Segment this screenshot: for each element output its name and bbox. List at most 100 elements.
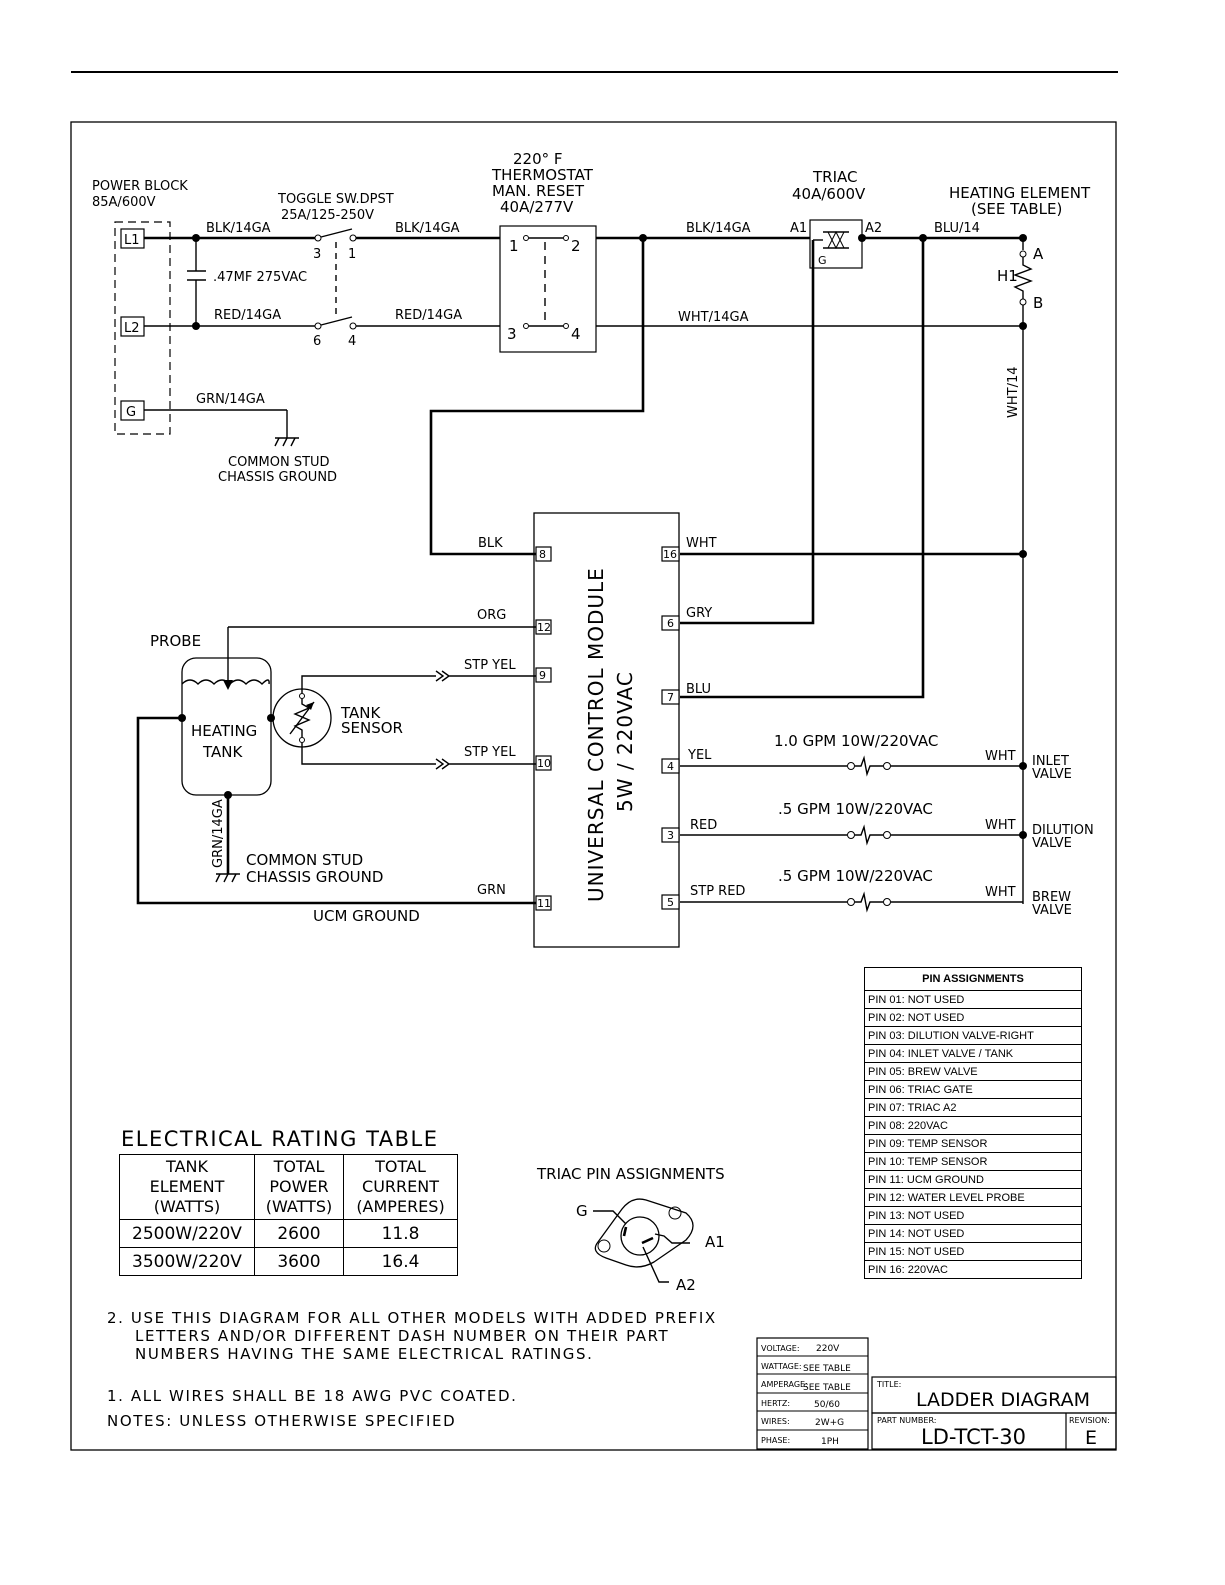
pin-10: 10 [537, 757, 551, 770]
tank-line1: HEATING [191, 722, 257, 740]
spec-phase-key: PHASE: [761, 1436, 790, 1445]
wire-label-red14-b: RED/14GA [395, 308, 462, 323]
pin-assignment-text: PIN 10: TEMP SENSOR [864, 1152, 1082, 1171]
terminal-l1-label: L1 [124, 233, 140, 248]
ground-probe-line1: COMMON STUD [246, 851, 363, 869]
triac: TRIAC 40A/600V A1 A2 G [790, 168, 882, 269]
spec-hertz-key: HERTZ: [761, 1399, 790, 1408]
power-block-rating: 85A/600V [92, 195, 156, 210]
title-key: TITLE: [876, 1380, 901, 1389]
wire-blk-to-pin8 [429, 238, 645, 556]
toggle-label: TOGGLE SW.DPST [277, 192, 394, 207]
thermostat-line4: 40A/277V [500, 198, 574, 216]
ucm-ground-label: UCM GROUND [313, 907, 420, 925]
heating-element-a: A [1033, 245, 1044, 263]
pin-11-wire: GRN [477, 883, 506, 898]
thermostat-pin-4: 4 [571, 325, 581, 343]
ucm-rating: 5W / 220VAC [613, 671, 637, 812]
wire-label-red14-a: RED/14GA [214, 308, 281, 323]
triac-a2: A2 [865, 221, 882, 236]
pin-assignment-text: PIN 01: NOT USED [864, 990, 1082, 1009]
thermostat-pin-2: 2 [571, 237, 581, 255]
valve-brew-return: WHT [985, 885, 1016, 900]
note-1: 1. ALL WIRES SHALL BE 18 AWG PVC COATED. [107, 1387, 518, 1405]
pin-assignment-text: PIN 12: WATER LEVEL PROBE [864, 1188, 1082, 1207]
triac-rating: 40A/600V [792, 185, 866, 203]
pin-assignment-row: PIN 02: NOT USED [864, 1008, 1082, 1027]
wire-label-grn14ga-vertical: GRN/14GA [211, 799, 226, 868]
pin-8-wire: BLK [478, 536, 503, 551]
heating-element-label: HEATING ELEMENT [949, 184, 1091, 202]
thermostat-line3: MAN. RESET [492, 182, 585, 200]
note-2-line3: NUMBERS HAVING THE SAME ELECTRICAL RATIN… [135, 1345, 594, 1363]
revision: E [1085, 1427, 1097, 1449]
spec-wires-value: 2W+G [815, 1418, 844, 1428]
header-tank: TANK [166, 1157, 208, 1176]
part-number: LD-TCT-30 [921, 1425, 1026, 1449]
header-total-2: TOTAL [375, 1157, 426, 1176]
pin-16: 16 [663, 548, 677, 561]
toggle-rating: 25A/125-250V [281, 208, 374, 223]
pin-8: 8 [539, 548, 546, 561]
header-power: POWER [269, 1177, 329, 1196]
header-total-power: TOTAL POWER (WATTS) [254, 1154, 344, 1220]
pin-assignment-text: PIN 13: NOT USED [864, 1206, 1082, 1225]
pin-7: 7 [667, 691, 674, 704]
pin-assignment-text: PIN 09: TEMP SENSOR [864, 1134, 1082, 1153]
valve-dilution-rating: .5 GPM 10W/220VAC [778, 800, 933, 818]
pin-assignment-row: PIN 15: NOT USED [864, 1242, 1082, 1261]
rating-row-3500: 3500W/220V 3600 16.4 [119, 1247, 458, 1276]
probe-label: PROBE [150, 632, 201, 650]
pin-6: 6 [667, 617, 674, 630]
pin-assignment-text: PIN 06: TRIAC GATE [864, 1080, 1082, 1099]
notes-header: NOTES: UNLESS OTHERWISE SPECIFIED [107, 1412, 456, 1430]
triac-pin-diagram: TRIAC PIN ASSIGNMENTS G A1 A2 [536, 1165, 725, 1294]
pin-3-wire: RED [690, 818, 717, 833]
header-total: TOTAL [273, 1157, 325, 1176]
pin-assignment-row: PIN 12: WATER LEVEL PROBE [864, 1188, 1082, 1207]
rating-table: TANK ELEMENT (WATTS) TOTAL POWER (WATTS)… [119, 1154, 458, 1276]
universal-control-module: UNIVERSAL CONTROL MODULE 5W / 220VAC [533, 512, 680, 948]
capacitor: .47MF 275VAC [187, 238, 307, 330]
tank-line2: TANK [202, 743, 243, 761]
toggle-switch: TOGGLE SW.DPST 25A/125-250V 3 1 6 4 [277, 192, 394, 349]
drawing-frame [70, 121, 1117, 1451]
power-block: POWER BLOCK 85A/600V L1 L2 G [92, 179, 188, 435]
pin-assignment-row: PIN 11: UCM GROUND [864, 1170, 1082, 1189]
spec-block: VOLTAGE: 220V WATTAGE: SEE TABLE AMPERAG… [756, 1337, 869, 1450]
valve-inlet-name2: VALVE [1032, 767, 1072, 782]
pin-16-wire: WHT [686, 536, 717, 551]
spec-voltage-value: 220V [816, 1344, 840, 1354]
terminal-l2-label: L2 [124, 321, 140, 336]
toggle-pin-1: 1 [348, 247, 356, 262]
pin-assignment-text: PIN 02: NOT USED [864, 1008, 1082, 1027]
wire-label-wht14ga: WHT/14GA [678, 310, 749, 325]
probe-ground: GRN/14GA COMMON STUD CHASSIS GROUND [211, 795, 383, 886]
heating-tank: PROBE HEATING TANK [150, 626, 536, 799]
row2-current: 16.4 [343, 1247, 458, 1276]
power-block-outline [114, 221, 171, 435]
pin-6-wire: GRY [686, 606, 712, 621]
pin-assignment-row: PIN 08: 220VAC [864, 1116, 1082, 1135]
wire-label-blu14: BLU/14 [934, 221, 980, 236]
wire-label-blk14-a: BLK/14GA [206, 221, 271, 236]
rating-row-2500: 2500W/220V 2600 11.8 [119, 1219, 458, 1248]
triac-label: TRIAC [812, 168, 857, 186]
header-amperes: (AMPERES) [356, 1197, 445, 1216]
rating-table-header: TANK ELEMENT (WATTS) TOTAL POWER (WATTS)… [119, 1154, 458, 1220]
thermostat-line2: THERMOSTAT [491, 166, 594, 184]
header-total-current: TOTAL CURRENT (AMPERES) [343, 1154, 458, 1220]
spec-wires-key: WIRES: [761, 1417, 790, 1426]
spec-voltage-key: VOLTAGE: [761, 1344, 800, 1353]
valve-dilution-name2: VALVE [1032, 836, 1072, 851]
tank-sensor: TANK SENSOR [271, 670, 536, 770]
spec-phase-value: 1PH [821, 1437, 839, 1447]
pin-7-wire: BLU [686, 682, 711, 697]
triac-pin-a2: A2 [676, 1276, 696, 1294]
pin-9-wire: STP YEL [464, 658, 516, 673]
valve-inlet: 1.0 GPM 10W/220VAC WHT INLET VALVE [680, 732, 1072, 782]
row1-power: 2600 [254, 1219, 344, 1248]
pin-10-wire: STP YEL [464, 745, 516, 760]
note-2-line1: 2. USE THIS DIAGRAM FOR ALL OTHER MODELS… [107, 1309, 717, 1327]
